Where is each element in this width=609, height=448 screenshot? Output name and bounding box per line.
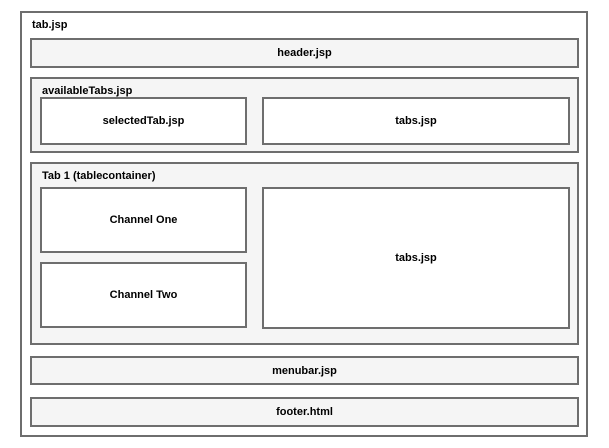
header-jsp-label: header.jsp	[277, 47, 332, 59]
footer-html-box: footer.html	[30, 397, 579, 427]
available-tabs-tabs-jsp-label: tabs.jsp	[395, 115, 437, 127]
tab1-tabs-jsp-label: tabs.jsp	[395, 252, 437, 264]
footer-html-label: footer.html	[276, 406, 333, 418]
tab1-tablecontainer-box: Tab 1 (tablecontainer) Channel One Chann…	[30, 162, 579, 345]
header-jsp-box: header.jsp	[30, 38, 579, 68]
selected-tab-jsp-label: selectedTab.jsp	[102, 115, 185, 127]
channel-two-label: Channel Two	[109, 289, 178, 301]
available-tabs-tabs-jsp-box: tabs.jsp	[262, 97, 570, 145]
tab1-tablecontainer-label: Tab 1 (tablecontainer)	[42, 170, 156, 182]
tab1-tabs-jsp-box: tabs.jsp	[262, 187, 570, 329]
channel-one-label: Channel One	[109, 214, 178, 226]
menubar-jsp-label: menubar.jsp	[272, 364, 337, 377]
tab-jsp-container: tab.jsp header.jsp availableTabs.jsp sel…	[20, 11, 588, 437]
selected-tab-jsp-box: selectedTab.jsp	[40, 97, 247, 145]
menubar-jsp-box: menubar.jsp	[30, 356, 579, 385]
channel-two-box: Channel Two	[40, 262, 247, 328]
tab-jsp-label: tab.jsp	[32, 19, 68, 31]
channel-one-box: Channel One	[40, 187, 247, 253]
available-tabs-jsp-box: availableTabs.jsp selectedTab.jsp tabs.j…	[30, 77, 579, 153]
available-tabs-jsp-label: availableTabs.jsp	[42, 85, 133, 97]
